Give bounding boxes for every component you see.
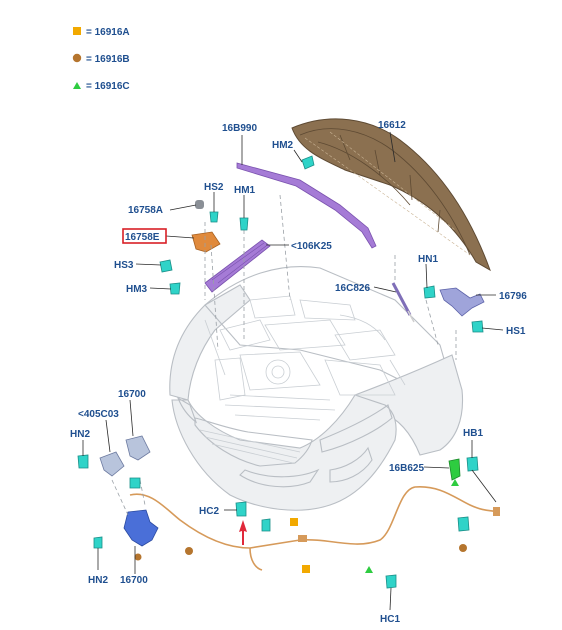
label-16700-top: 16700 <box>118 389 146 400</box>
legend-circle-icon <box>72 53 82 63</box>
part-labels: 16B990 16612 HM2 HS2 HM1 16758A 16758E <… <box>70 120 527 625</box>
legend-triangle-icon <box>73 82 81 89</box>
clip-hc2-icon <box>235 501 247 517</box>
clip-hn1-icon <box>423 285 436 299</box>
label-hm3: HM3 <box>126 284 148 295</box>
legend-item-a: = 16916A <box>86 27 130 38</box>
left-fender <box>169 284 251 401</box>
release-handle-16b625 <box>448 458 461 481</box>
fastener-b-right-icon <box>459 544 467 552</box>
fastener-b-latch-icon <box>134 553 142 561</box>
headlamp-left <box>176 396 198 424</box>
legend: = 16916A = 16916B = 16916C <box>72 27 130 92</box>
label-405c03: <405C03 <box>78 409 119 420</box>
label-16b625: 16B625 <box>389 463 424 474</box>
fastener-a-bot-icon <box>302 565 310 573</box>
hood-outer <box>291 118 491 272</box>
front-bumper <box>171 394 397 511</box>
legend-square-icon <box>73 27 81 35</box>
fastener-c-mid-icon <box>365 566 373 573</box>
clip-hn2-bot-icon <box>93 536 103 549</box>
vehicle-front-body <box>169 266 464 511</box>
fastener-a-top-icon <box>290 518 298 526</box>
cowl-seal <box>204 239 271 293</box>
hood-inner-frame <box>299 128 471 256</box>
label-hn1: HN1 <box>418 254 438 265</box>
bumper-stop <box>195 200 204 209</box>
clip-hm1-icon <box>239 217 249 231</box>
highlight-box-16758e <box>122 228 167 244</box>
clip-hs1-icon <box>471 320 484 333</box>
legend-item-b: = 16916B <box>86 54 130 65</box>
clips <box>77 155 484 589</box>
label-16796: 16796 <box>499 291 527 302</box>
label-hs1: HS1 <box>506 326 526 337</box>
label-hn2-bottom: HN2 <box>88 575 108 586</box>
label-hs3: HS3 <box>114 260 134 271</box>
label-16700-bottom: 16700 <box>120 575 148 586</box>
fog-light-right <box>329 446 373 483</box>
clip-hc1-icon <box>385 574 397 589</box>
cable-clip-middle <box>298 535 307 542</box>
label-hb1: HB1 <box>463 428 483 439</box>
hood-seal-strip <box>236 162 377 249</box>
insulator-bracket <box>191 231 221 253</box>
hood-gas-strut <box>391 282 412 316</box>
clip-latch-icon <box>129 477 141 489</box>
clip-hc-mid-icon <box>261 518 271 532</box>
clip-hm2-icon <box>301 155 315 170</box>
cable-end <box>493 507 500 516</box>
clip-hb1-icon <box>466 456 479 472</box>
hood-latch-lower <box>123 509 159 547</box>
release-cable <box>129 486 498 549</box>
label-16b990: 16B990 <box>222 123 257 134</box>
label-16758e: 16758E <box>125 232 160 243</box>
hood-panel <box>291 118 491 272</box>
clip-hs2-icon <box>209 211 219 223</box>
fastener-markers <box>134 479 467 573</box>
fastener-c-handle-icon <box>451 479 459 486</box>
label-16612: 16612 <box>378 120 406 131</box>
clip-hb1-low-icon <box>457 516 470 532</box>
release-arrow-icon <box>239 520 247 545</box>
legend-item-c: = 16916C <box>86 81 130 92</box>
label-106k25: <106K25 <box>291 241 332 252</box>
right-fender <box>353 354 464 456</box>
engine-internals <box>204 295 406 421</box>
clip-hn2-top-icon <box>77 454 89 469</box>
front-grille <box>194 417 313 467</box>
headlamp-right <box>319 404 393 453</box>
label-hc1: HC1 <box>380 614 400 625</box>
label-16758a: 16758A <box>128 205 163 216</box>
hood-hinge <box>439 287 485 317</box>
fastener-b-left-icon <box>185 547 193 555</box>
hood-latch-upper <box>99 435 151 477</box>
label-hc2: HC2 <box>199 506 219 517</box>
clip-hm3-icon <box>169 282 181 295</box>
leader-lines <box>82 131 504 611</box>
label-hm1: HM1 <box>234 185 256 196</box>
clip-hs3-icon <box>159 259 173 273</box>
label-hm2-top: HM2 <box>272 140 294 151</box>
lower-intake <box>239 468 320 488</box>
label-16c826: 16C826 <box>335 283 370 294</box>
label-hs2: HS2 <box>204 182 224 193</box>
label-hn2-top: HN2 <box>70 429 90 440</box>
